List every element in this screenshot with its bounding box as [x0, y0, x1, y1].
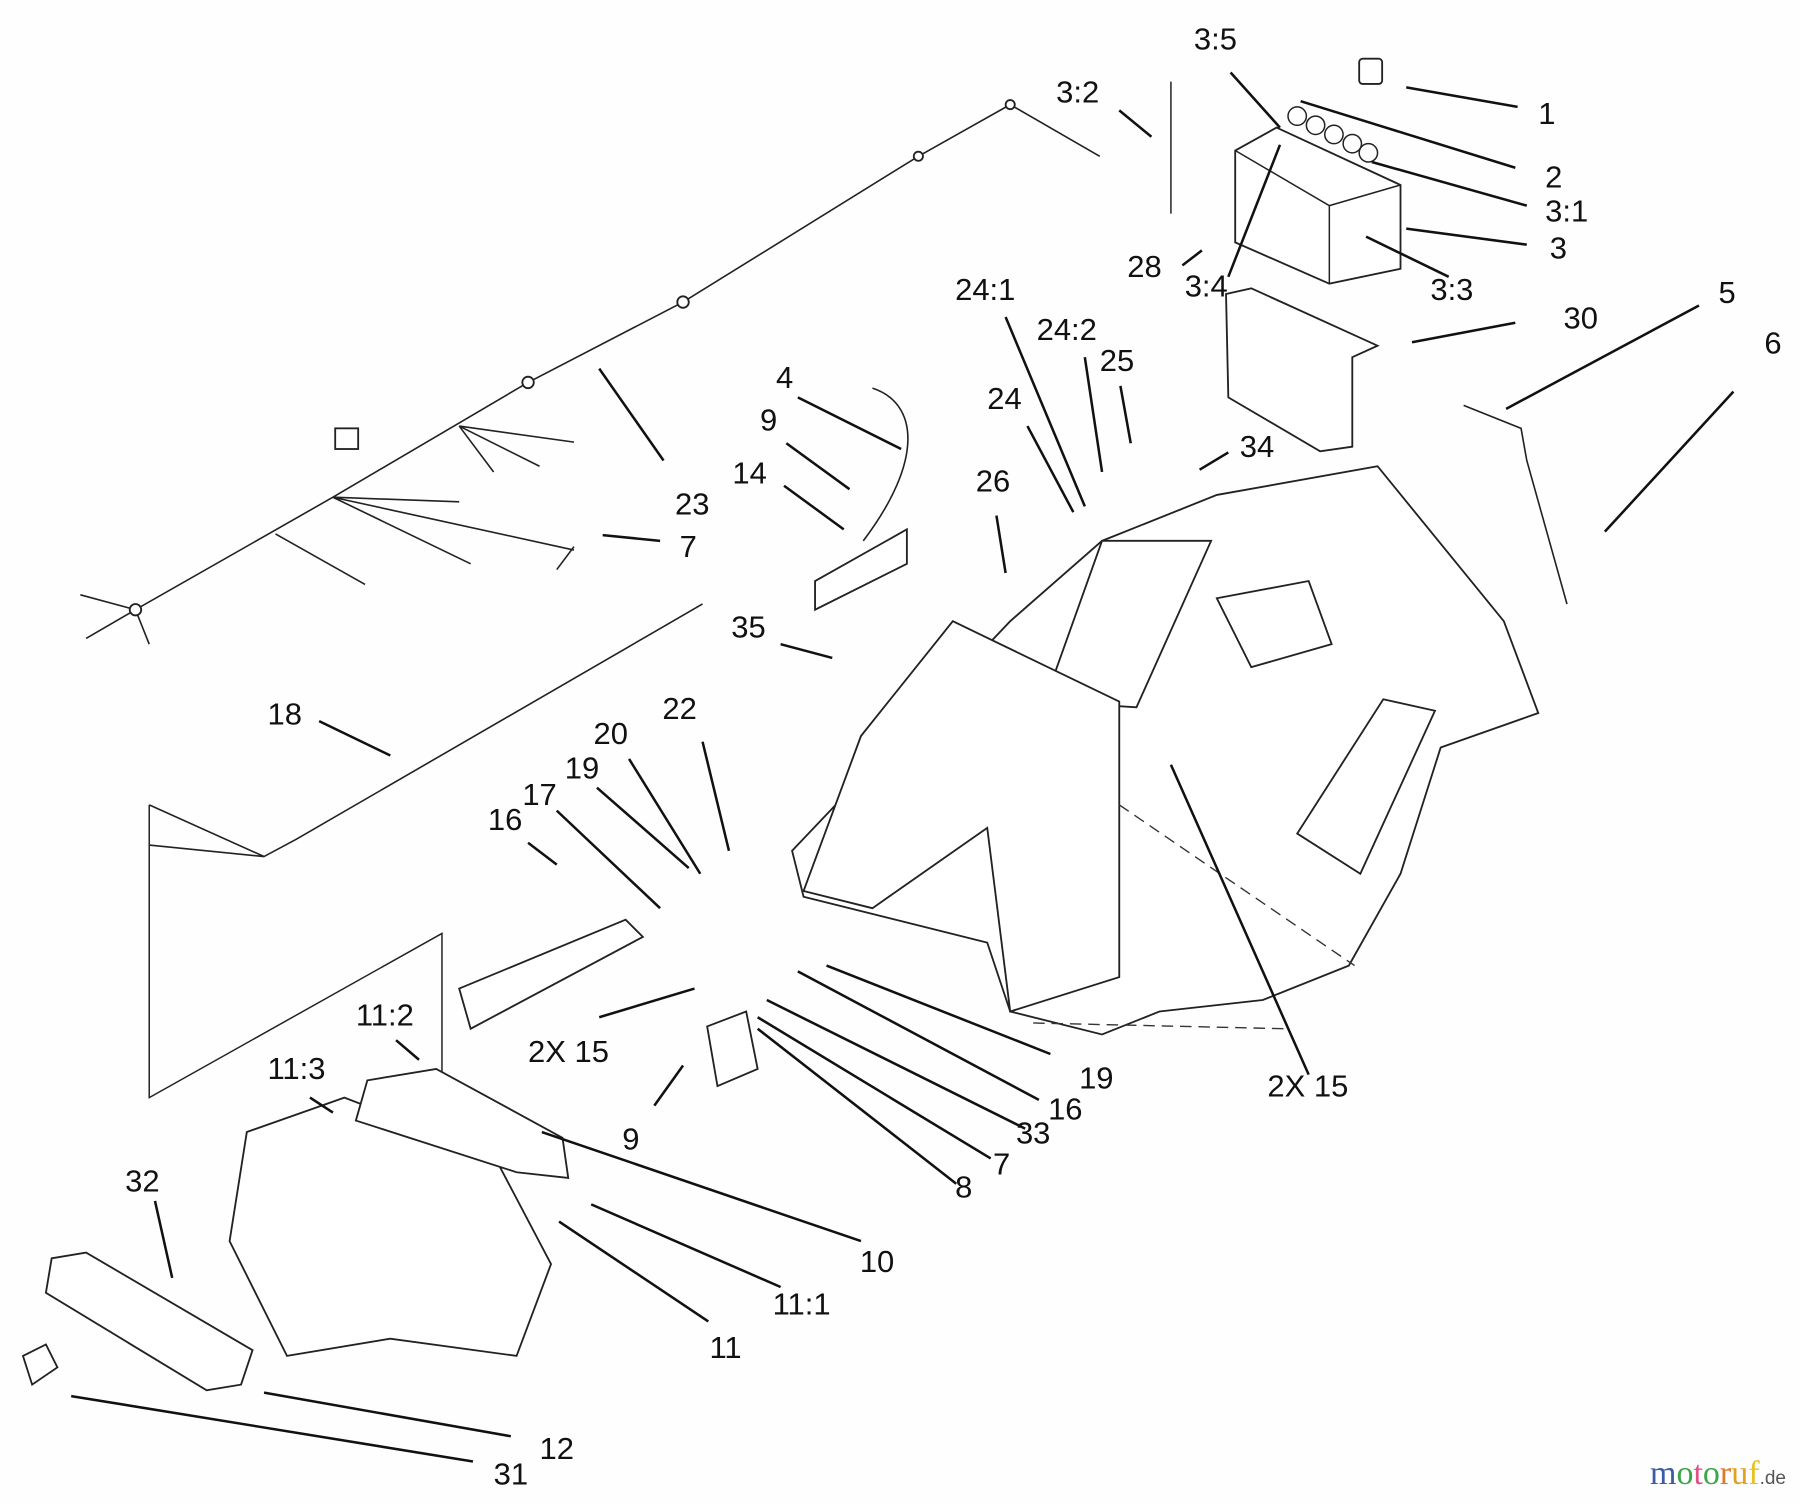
label-3-3: 3:3	[1430, 272, 1473, 307]
label-7: 7	[993, 1147, 1010, 1182]
label-32: 32	[125, 1164, 159, 1199]
label-31: 31	[494, 1456, 528, 1491]
headlight-bracket-11-1	[354, 1067, 570, 1180]
label-9: 9	[622, 1121, 639, 1156]
emblem-31	[21, 1343, 59, 1387]
fender-vent-right	[1295, 698, 1437, 876]
label-17: 17	[522, 777, 556, 812]
bracket-14	[814, 527, 908, 612]
watermark-text: motoruf	[1650, 1455, 1760, 1492]
label-24: 24	[987, 381, 1021, 416]
label-33: 33	[1016, 1116, 1050, 1151]
label-11-2: 11:2	[356, 997, 414, 1032]
wire-harness	[80, 99, 1101, 645]
battery-tray	[1225, 287, 1380, 453]
label-5: 5	[1718, 275, 1735, 310]
label-14: 14	[732, 455, 766, 490]
label-2x15: 2X 15	[528, 1034, 609, 1069]
label-11-3: 11:3	[267, 1051, 325, 1086]
label-35: 35	[731, 609, 765, 644]
label-11-1: 11:1	[773, 1287, 831, 1322]
label-10: 10	[860, 1244, 894, 1279]
bumper-12	[44, 1251, 254, 1392]
hidden-lines	[1033, 804, 1355, 1030]
cable-4	[862, 387, 909, 542]
label-4: 4	[776, 360, 793, 395]
label-16: 16	[488, 802, 522, 837]
label-24-1: 24:1	[955, 272, 1015, 307]
label-24-2: 24:2	[1037, 312, 1097, 347]
watermark-letter: r	[1719, 1455, 1732, 1492]
label-16: 16	[1048, 1091, 1082, 1126]
watermark-letter: m	[1650, 1455, 1677, 1492]
label-22: 22	[662, 691, 696, 726]
watermark-letter: o	[1676, 1455, 1694, 1492]
label-2x15: 2X 15	[1267, 1068, 1348, 1103]
label-34: 34	[1240, 429, 1274, 464]
battery	[1170, 57, 1402, 285]
label-23: 23	[675, 486, 709, 521]
label-3-5: 3:5	[1194, 22, 1237, 57]
label-25: 25	[1100, 343, 1134, 378]
label-8: 8	[955, 1169, 972, 1204]
label-26: 26	[976, 463, 1010, 498]
watermark-letter: f	[1748, 1455, 1760, 1492]
fender-opening	[1215, 579, 1333, 669]
label-6: 6	[1764, 326, 1781, 361]
fender-pan	[791, 465, 1540, 1036]
callout-labels: 3:5 3:2 1 2 3:1 3 28 3:4 3:3 24:1 30 5 6…	[125, 22, 1782, 1492]
wire-18	[148, 603, 703, 858]
label-19: 19	[1079, 1060, 1113, 1095]
watermark-letter: o	[1702, 1455, 1720, 1492]
label-3-2: 3:2	[1056, 74, 1099, 109]
leader-lines	[70, 71, 1735, 1463]
watermark-letter: u	[1731, 1455, 1749, 1492]
watermark-suffix: .de	[1759, 1468, 1786, 1489]
label-3-4: 3:4	[1185, 268, 1228, 303]
support-bracket	[458, 918, 645, 1031]
label-30: 30	[1564, 300, 1598, 335]
cable-5-6	[1463, 404, 1568, 605]
label-9: 9	[760, 403, 777, 438]
label-11: 11	[709, 1330, 741, 1365]
label-3-1: 3:1	[1545, 194, 1588, 229]
label-20: 20	[593, 716, 627, 751]
solenoid-8	[706, 1010, 759, 1088]
label-3: 3	[1550, 230, 1567, 265]
watermark-logo: motoruf.de	[1650, 1455, 1786, 1493]
watermark-letter: t	[1693, 1455, 1703, 1492]
label-19: 19	[565, 750, 599, 785]
label-1: 1	[1538, 96, 1555, 131]
label-28: 28	[1127, 249, 1161, 284]
label-2: 2	[1545, 159, 1562, 194]
label-18: 18	[267, 697, 301, 732]
dash-tower	[802, 620, 1121, 1013]
label-7: 7	[680, 529, 697, 564]
label-12: 12	[540, 1431, 574, 1466]
